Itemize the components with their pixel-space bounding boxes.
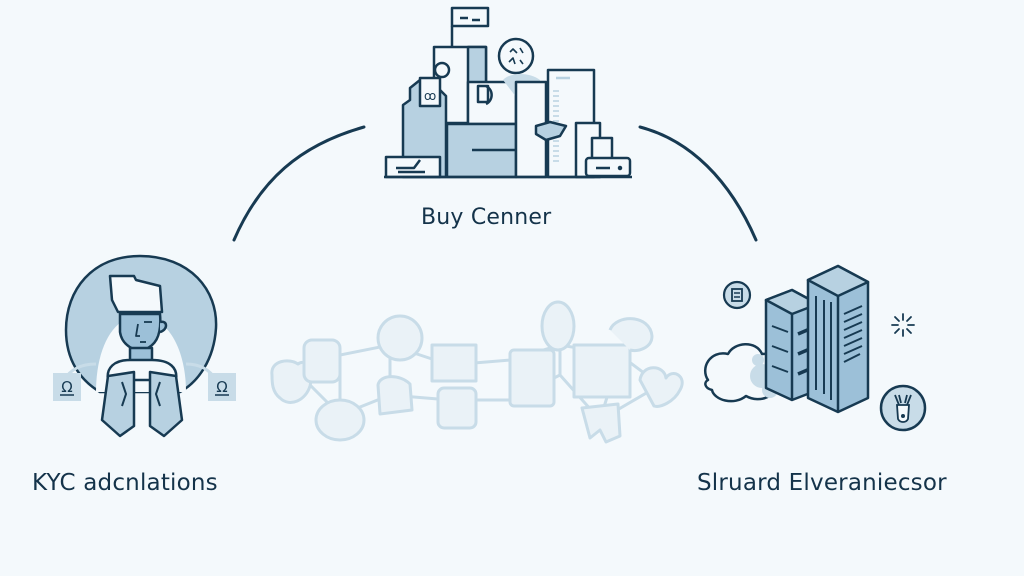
deer-badge-icon	[879, 384, 927, 432]
node-label-top: Buy Cenner	[421, 205, 552, 230]
blockchain-network-icon	[270, 300, 684, 444]
server-towers-icon	[703, 264, 870, 414]
node-label-left: KYC adcnlations	[32, 470, 218, 496]
person-id-icon	[62, 254, 218, 438]
svg-text:Ω: Ω	[61, 378, 72, 396]
svg-text:ꝏ: ꝏ	[424, 89, 436, 103]
lock-badge-icon: Ω	[208, 373, 236, 401]
spark-icon	[891, 313, 915, 337]
lock-badge-icon: Ω	[53, 373, 81, 401]
node-label-right: Slruard Elveraniecsor	[697, 470, 947, 496]
city-buildings-icon: ꝏ	[384, 6, 632, 179]
svg-text:Ω: Ω	[216, 378, 227, 396]
document-badge-icon	[722, 280, 752, 310]
